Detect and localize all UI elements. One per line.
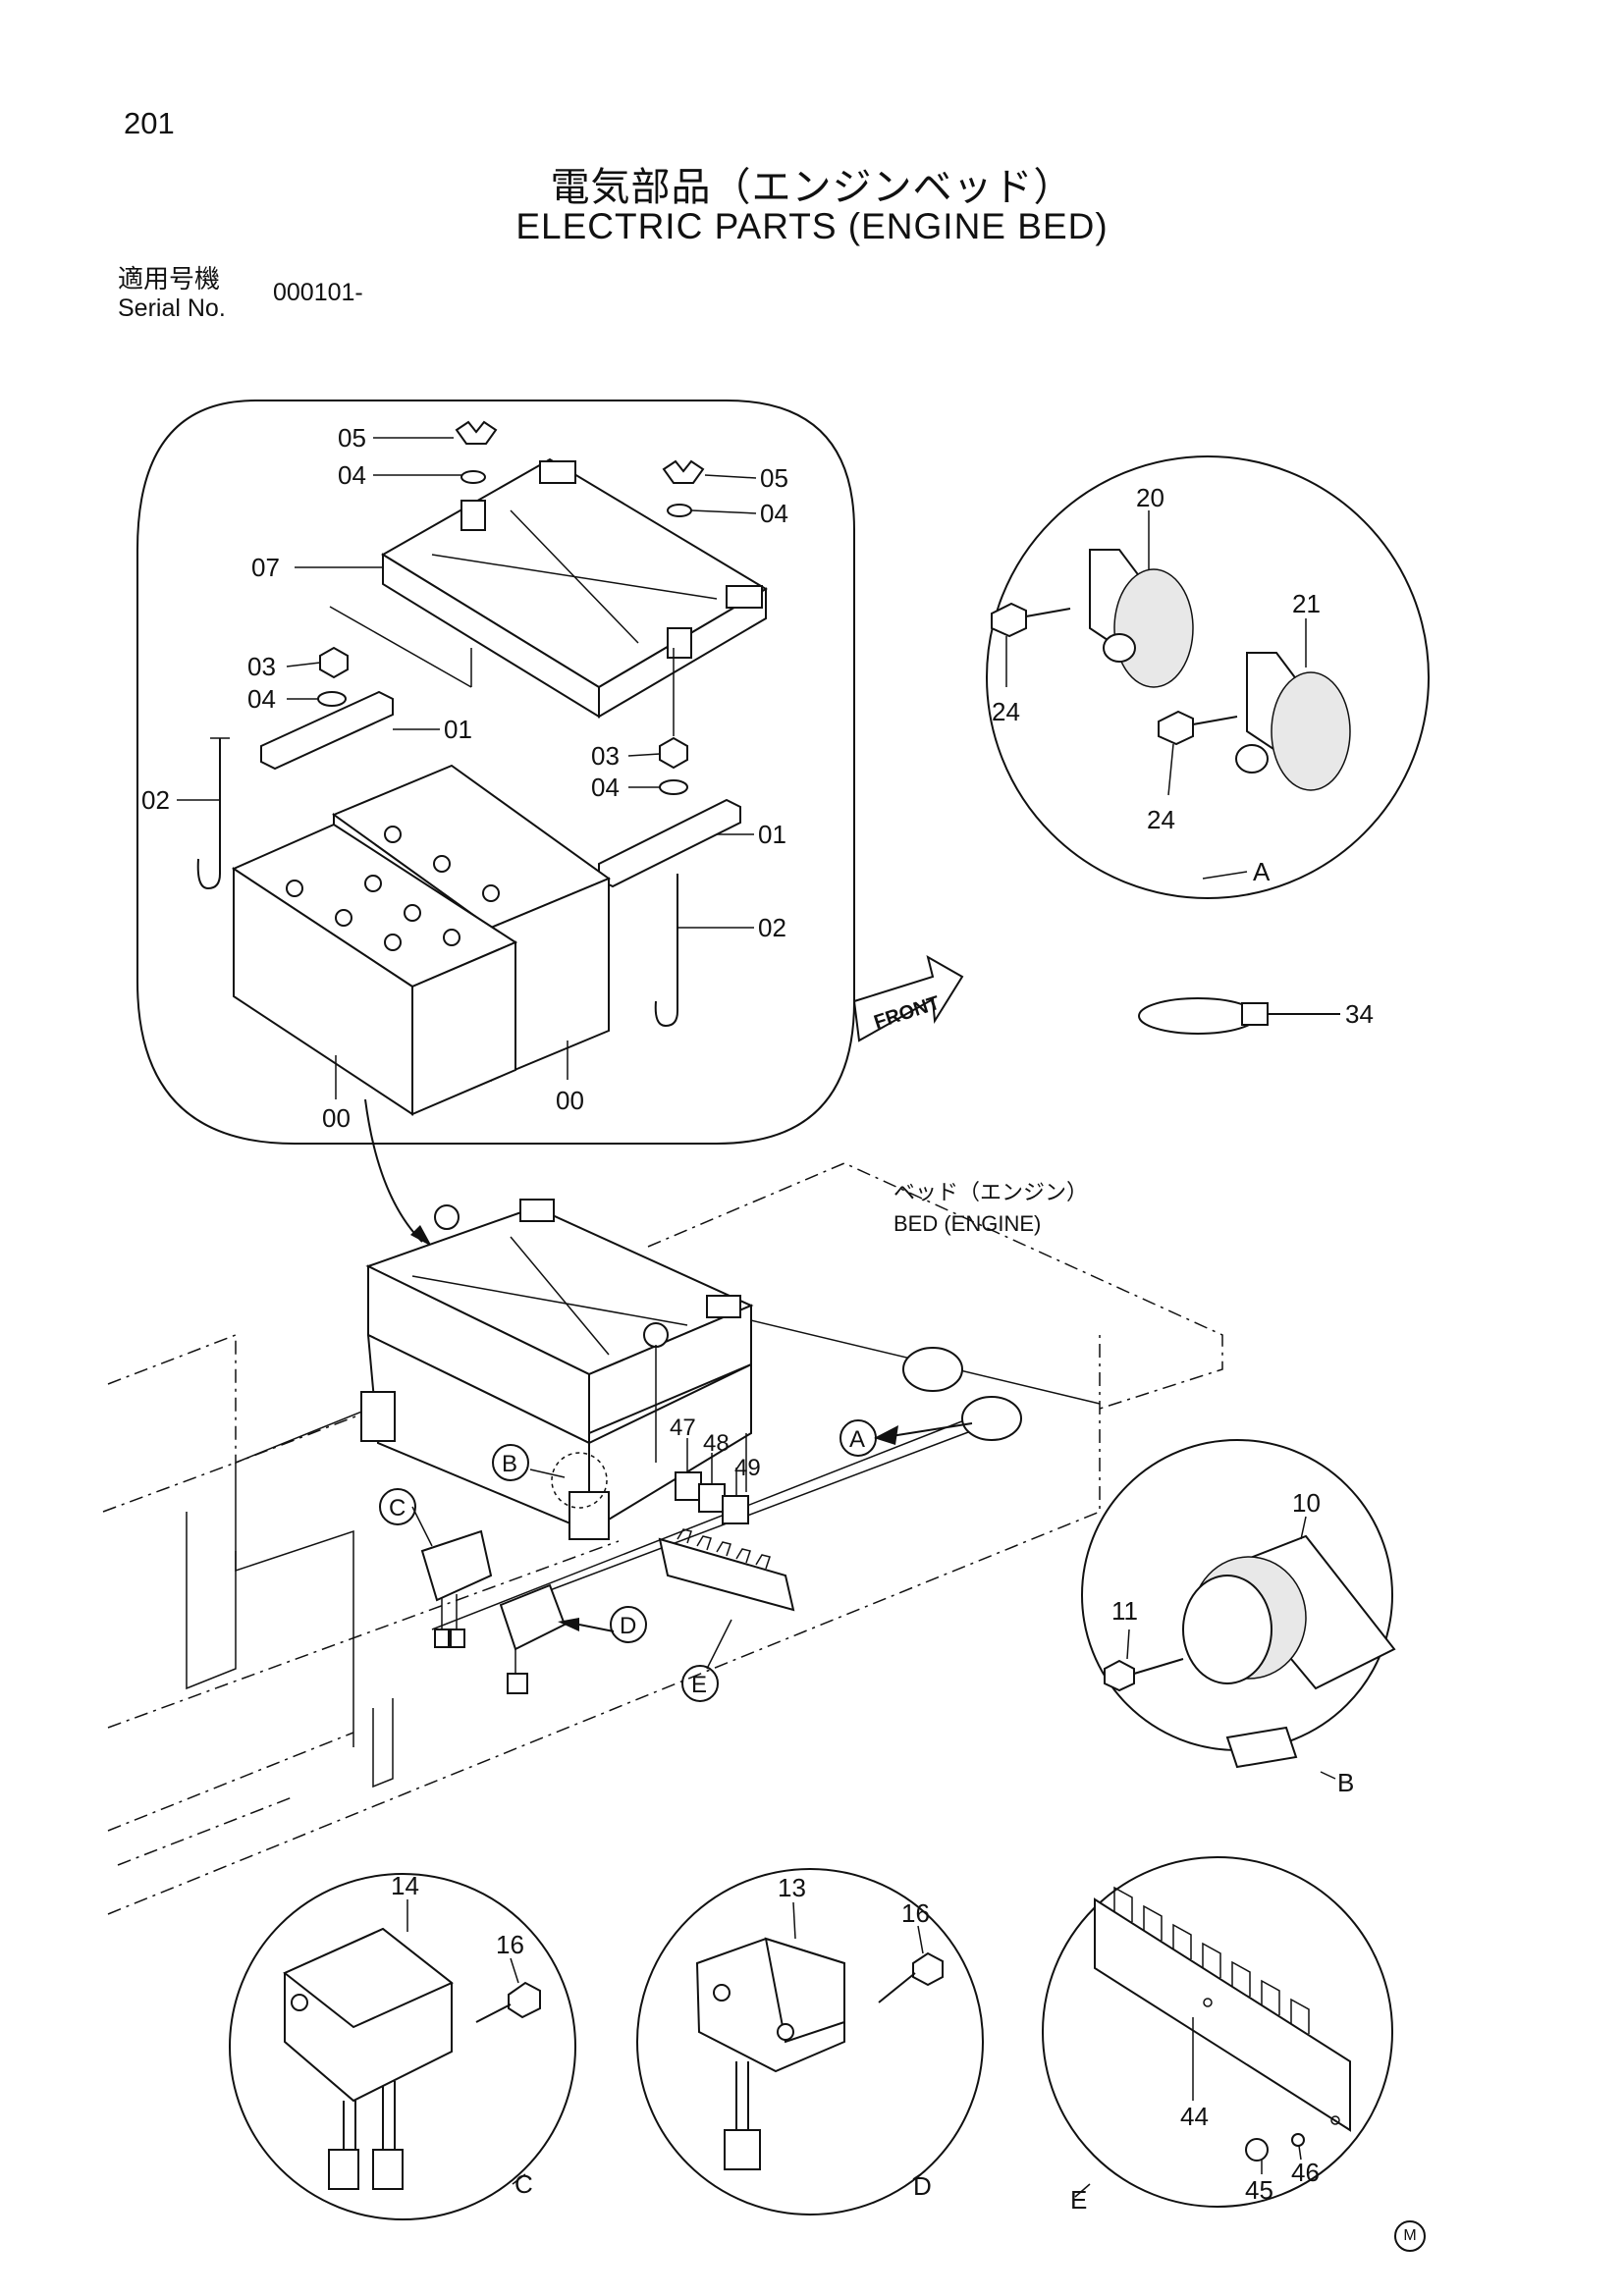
svg-text:A: A [849, 1426, 865, 1453]
bed-controller-c [420, 1529, 493, 1648]
label-04-top-left: 04 [338, 460, 366, 490]
detail-a-horns [986, 455, 1430, 899]
battery-front [231, 823, 518, 1116]
label-16-d: 16 [901, 1898, 930, 1928]
j-bolt-right [654, 874, 678, 1028]
label-44: 44 [1180, 2102, 1209, 2131]
page-title-english: ELECTRIC PARTS (ENGINE BED) [515, 206, 1109, 246]
bed-fuse-block [675, 1433, 749, 1524]
detail-c-controller [229, 1873, 576, 2220]
callout-b: B [492, 1444, 529, 1481]
label-13: 13 [778, 1873, 806, 1902]
label-10: 10 [1292, 1488, 1321, 1518]
label-00-left: 00 [322, 1103, 351, 1133]
label-24-upper: 24 [992, 697, 1020, 726]
label-14: 14 [391, 1871, 419, 1900]
label-05-right: 05 [760, 463, 788, 493]
svg-text:E: E [691, 1672, 707, 1698]
label-48: 48 [703, 1430, 730, 1457]
page-number: 201 [124, 106, 175, 140]
label-02-right: 02 [758, 913, 786, 942]
label-46: 46 [1291, 2158, 1320, 2187]
label-20: 20 [1136, 483, 1164, 512]
bed-horns [902, 1347, 1022, 1441]
label-45: 45 [1245, 2175, 1273, 2205]
wing-nut-left [455, 420, 498, 445]
bolt-lower [1158, 710, 1194, 746]
washer-right [659, 779, 688, 795]
callout-a: A [839, 1419, 877, 1457]
footer-circled-mark: M [1394, 2220, 1426, 2252]
bed-relay [551, 1452, 610, 1540]
label-00-right: 00 [556, 1086, 584, 1115]
label-03-left: 03 [247, 652, 276, 681]
label-04-left: 04 [247, 684, 276, 714]
svg-text:B: B [502, 1451, 517, 1477]
serial-label-english: Serial No. [118, 294, 226, 322]
battery-detail-panel [136, 400, 855, 1247]
nut-left [319, 646, 349, 679]
detail-d-controller [636, 1868, 984, 2216]
callout-c: C [379, 1488, 416, 1525]
svg-text:D: D [620, 1613, 636, 1639]
horn-lower [1235, 652, 1351, 791]
label-34: 34 [1345, 999, 1374, 1029]
nut-right [659, 736, 688, 770]
label-47: 47 [670, 1415, 696, 1441]
callout-d: D [610, 1606, 647, 1643]
detail-b-relay [1081, 1439, 1396, 1780]
label-21: 21 [1292, 589, 1321, 618]
bed-fuse-plate [658, 1528, 795, 1670]
label-03-right: 03 [591, 741, 620, 771]
serial-number-value: 000101- [273, 279, 363, 306]
bolt-upper [991, 602, 1027, 638]
label-05-left: 05 [338, 423, 366, 453]
label-04-top-right: 04 [760, 499, 788, 528]
label-detail-b: B [1337, 1768, 1354, 1797]
detail-e-plate [1042, 1856, 1393, 2208]
page-title-japanese: 電気部品（エンジンベッド） [550, 165, 1074, 210]
bed-battery [360, 1199, 754, 1533]
bed-label-english: BED (ENGINE) [893, 1211, 1041, 1236]
label-04-right: 04 [591, 773, 620, 802]
bed-controller-d [499, 1583, 567, 1694]
label-24-lower: 24 [1147, 805, 1175, 834]
wing-nut-right [662, 459, 705, 484]
label-01-right: 01 [758, 820, 786, 849]
washer-left [317, 691, 347, 707]
bed-label-japanese: ベッド（エンジン） [893, 1181, 1088, 1205]
callout-e: E [681, 1665, 719, 1702]
serial-label-japanese: 適用号機 [118, 265, 221, 294]
horn-upper [1089, 549, 1194, 688]
washer-top-left [460, 470, 486, 484]
u-bracket-left [260, 690, 394, 771]
j-bolt-left [196, 738, 221, 890]
label-detail-e: E [1070, 2185, 1087, 2215]
label-11: 11 [1111, 1596, 1138, 1626]
u-bracket-right [598, 798, 741, 888]
label-49: 49 [734, 1455, 761, 1481]
label-07: 07 [251, 553, 280, 582]
washer-top-right [667, 504, 692, 517]
battery-frame [381, 457, 768, 719]
label-16-c: 16 [496, 1930, 524, 1959]
cable-band [1138, 997, 1340, 1035]
label-detail-a: A [1253, 857, 1271, 886]
label-detail-c: C [514, 2169, 533, 2199]
label-02-left: 02 [141, 785, 170, 815]
svg-text:C: C [389, 1495, 406, 1522]
engine-bed-assembly [102, 1162, 1223, 1915]
front-direction-arrow: FRONT [852, 954, 964, 1042]
label-01-left: 01 [444, 715, 472, 744]
label-detail-d: D [913, 2171, 932, 2201]
